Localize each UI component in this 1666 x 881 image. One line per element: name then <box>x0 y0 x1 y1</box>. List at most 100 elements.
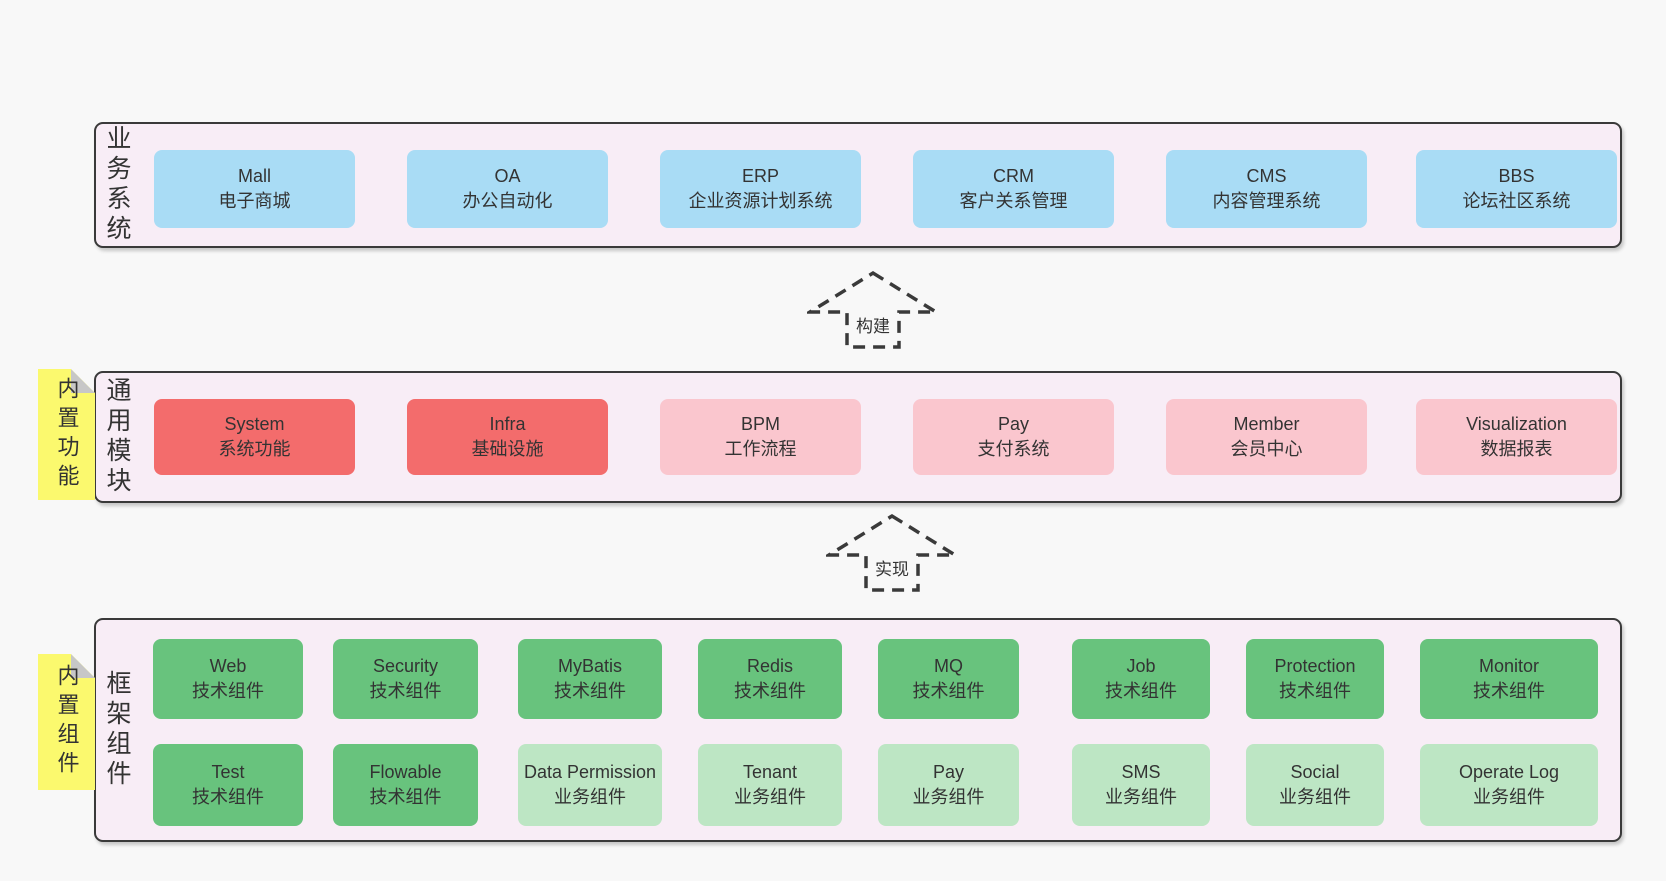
box-security: Security 技术组件 <box>333 639 478 719</box>
arrow-up-dashed-icon <box>807 270 939 349</box>
box-subtitle: 办公自动化 <box>462 191 553 211</box>
box-title: OA <box>494 166 521 186</box>
box-mq: MQ 技术组件 <box>878 639 1019 719</box>
box-subtitle: 技术组件 <box>734 681 806 701</box>
box-subtitle: 论坛社区系统 <box>1462 191 1571 211</box>
box-title: Protection <box>1274 656 1356 676</box>
box-subtitle: 技术组件 <box>912 681 985 701</box>
box-tenant: Tenant 业务组件 <box>698 744 842 826</box>
sticky-note-builtin-components: 内置组件 <box>38 654 95 790</box>
box-title: Flowable <box>369 762 442 782</box>
box-subtitle: 电子商城 <box>218 191 291 211</box>
box-social: Social 业务组件 <box>1246 744 1384 826</box>
box-subtitle: 业务组件 <box>1279 787 1351 807</box>
sticky-label: 内置组件 <box>54 664 80 780</box>
box-subtitle: 工作流程 <box>724 439 797 459</box>
box-title: CMS <box>1246 166 1287 186</box>
band-common-modules: 通用模块 System 系统功能 Infra 基础设施 BPM 工作流程 Pay… <box>94 371 1622 503</box>
sticky-label: 内置功能 <box>54 376 80 493</box>
box-protection: Protection 技术组件 <box>1246 639 1384 719</box>
arrow-up-dashed-icon <box>826 513 958 592</box>
box-pay-module: Pay 支付系统 <box>913 399 1114 475</box>
box-erp: ERP 企业资源计划系统 <box>660 150 861 228</box>
box-title: Web <box>209 656 247 676</box>
box-job: Job 技术组件 <box>1072 639 1210 719</box>
box-bbs: BBS 论坛社区系统 <box>1416 150 1617 228</box>
box-visualization: Visualization 数据报表 <box>1416 399 1617 475</box>
box-web: Web 技术组件 <box>153 639 303 719</box>
box-title: Operate Log <box>1458 762 1560 782</box>
box-monitor: Monitor 技术组件 <box>1420 639 1598 719</box>
arrow-implement-label: 实现 <box>873 555 911 580</box>
box-flowable: Flowable 技术组件 <box>333 744 478 826</box>
box-title: Monitor <box>1478 656 1540 676</box>
box-title: Tenant <box>742 762 798 782</box>
box-title: Visualization <box>1466 414 1567 434</box>
box-data-permission: Data Permission 业务组件 <box>518 744 662 826</box>
box-title: Pay <box>932 762 965 782</box>
box-title: ERP <box>741 166 779 186</box>
box-subtitle: 技术组件 <box>1279 681 1351 701</box>
box-subtitle: 企业资源计划系统 <box>688 191 833 211</box>
box-subtitle: 业务组件 <box>1105 787 1177 807</box>
box-operate-log: Operate Log 业务组件 <box>1420 744 1598 826</box>
box-subtitle: 技术组件 <box>192 787 264 807</box>
box-subtitle: 内容管理系统 <box>1212 191 1321 211</box>
box-title: Infra <box>489 414 526 434</box>
arrow-build: 构建 <box>807 270 939 350</box>
box-subtitle: 业务组件 <box>554 787 626 807</box>
box-test: Test 技术组件 <box>153 744 303 826</box>
box-cms: CMS 内容管理系统 <box>1166 150 1367 228</box>
box-oa: OA 办公自动化 <box>407 150 608 228</box>
box-system: System 系统功能 <box>154 399 355 475</box>
box-title: MQ <box>934 656 963 676</box>
box-subtitle: 业务组件 <box>1473 787 1545 807</box>
box-title: BPM <box>740 414 780 434</box>
band-framework-label: 框架组件 <box>103 670 131 790</box>
box-subtitle: 客户关系管理 <box>959 191 1068 211</box>
band-business-systems: 业务系统 Mall 电子商城 OA 办公自动化 ERP 企业资源计划系统 CRM… <box>94 122 1622 248</box>
box-title: SMS <box>1121 762 1161 782</box>
box-subtitle: 系统功能 <box>218 439 291 459</box>
box-title: Test <box>211 762 245 782</box>
box-title: MyBatis <box>557 656 622 676</box>
box-redis: Redis 技术组件 <box>698 639 842 719</box>
box-subtitle: 数据报表 <box>1480 439 1553 459</box>
band-modules-label: 通用模块 <box>103 377 131 497</box>
box-title: CRM <box>993 166 1034 186</box>
box-subtitle: 会员中心 <box>1230 439 1303 459</box>
box-subtitle: 业务组件 <box>734 787 806 807</box>
band-framework-components: 框架组件 Web 技术组件 Security 技术组件 MyBatis 技术组件… <box>94 618 1622 842</box>
box-member: Member 会员中心 <box>1166 399 1367 475</box>
arrow-implement: 实现 <box>826 513 958 593</box>
box-title: Social <box>1290 762 1340 782</box>
box-subtitle: 技术组件 <box>554 681 626 701</box>
box-subtitle: 技术组件 <box>369 787 442 807</box>
box-subtitle: 基础设施 <box>471 439 544 459</box>
box-title: Redis <box>746 656 794 676</box>
box-pay-component: Pay 业务组件 <box>878 744 1019 826</box>
arrow-build-label: 构建 <box>854 312 892 337</box>
box-title: Data Permission <box>523 762 657 782</box>
box-mybatis: MyBatis 技术组件 <box>518 639 662 719</box>
box-title: Mall <box>237 166 271 186</box>
box-bpm: BPM 工作流程 <box>660 399 861 475</box>
box-subtitle: 支付系统 <box>977 439 1050 459</box>
box-title: Security <box>372 656 439 676</box>
box-subtitle: 技术组件 <box>369 681 442 701</box>
box-subtitle: 技术组件 <box>1105 681 1177 701</box>
sticky-note-builtin-features: 内置功能 <box>38 369 95 500</box>
box-title: Member <box>1233 414 1300 434</box>
box-subtitle: 技术组件 <box>192 681 264 701</box>
box-subtitle: 技术组件 <box>1473 681 1545 701</box>
band-business-label: 业务系统 <box>103 125 131 245</box>
box-title: System <box>224 414 285 434</box>
box-subtitle: 业务组件 <box>912 787 985 807</box>
box-title: Job <box>1126 656 1156 676</box>
box-crm: CRM 客户关系管理 <box>913 150 1114 228</box>
box-title: BBS <box>1498 166 1535 186</box>
box-infra: Infra 基础设施 <box>407 399 608 475</box>
box-sms: SMS 业务组件 <box>1072 744 1210 826</box>
box-title: Pay <box>997 414 1030 434</box>
